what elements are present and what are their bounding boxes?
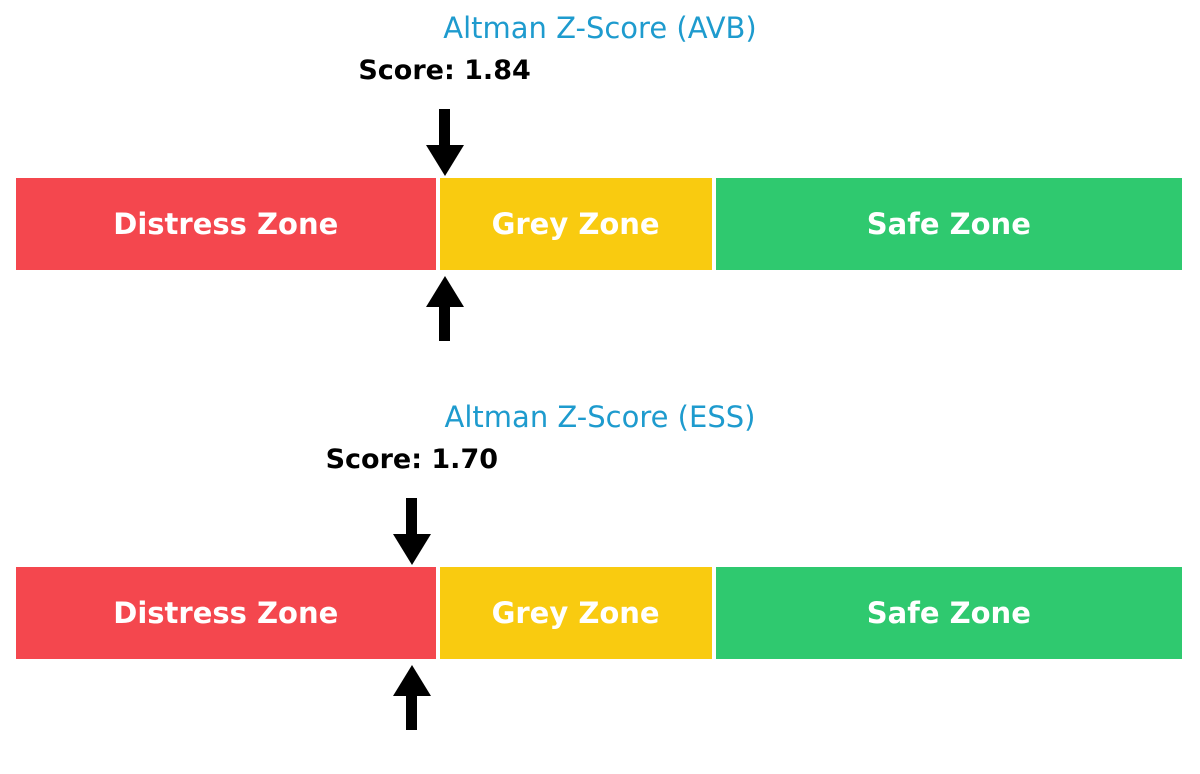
arrow-shaft [439,109,451,145]
zone-label: Distress Zone [113,207,339,241]
score-pointer-up-arrow-icon [425,276,465,341]
zone-label: Grey Zone [491,596,660,630]
zone-grey: Grey Zone [437,176,714,272]
zone-distress: Distress Zone [14,565,438,661]
chart-title: Altman Z-Score (ESS) [444,400,756,434]
zscore-chart-avb: Altman Z-Score (AVB) Score: 1.84 Distres… [14,11,1184,341]
chart-title: Altman Z-Score (AVB) [443,11,757,45]
zone-label: Safe Zone [866,207,1031,241]
score-pointer-down-arrow-icon [392,498,432,565]
arrow-shaft [439,307,451,341]
arrow-head [392,665,431,696]
zone-label: Distress Zone [113,596,339,630]
score-label: Score: 1.70 [325,444,499,475]
arrow-head [392,534,431,565]
arrow-shaft [406,696,418,730]
zone-safe: Safe Zone [713,176,1184,272]
score-label: Score: 1.84 [358,55,531,86]
zone-label: Safe Zone [866,596,1031,630]
zscore-chart-ess: Altman Z-Score (ESS) Score: 1.70 Distres… [0,389,1200,774]
zone-bar: Distress Zone Grey Zone Safe Zone [14,565,1184,661]
arrow-head [425,145,464,176]
zone-bar: Distress Zone Grey Zone Safe Zone [14,176,1184,272]
arrow-shaft [406,498,418,534]
zone-grey: Grey Zone [437,565,714,661]
zone-distress: Distress Zone [14,176,438,272]
score-pointer-up-arrow-icon [392,665,432,730]
zone-safe: Safe Zone [713,565,1184,661]
score-pointer-down-arrow-icon [425,109,465,176]
zone-label: Grey Zone [491,207,660,241]
arrow-head [425,276,464,307]
